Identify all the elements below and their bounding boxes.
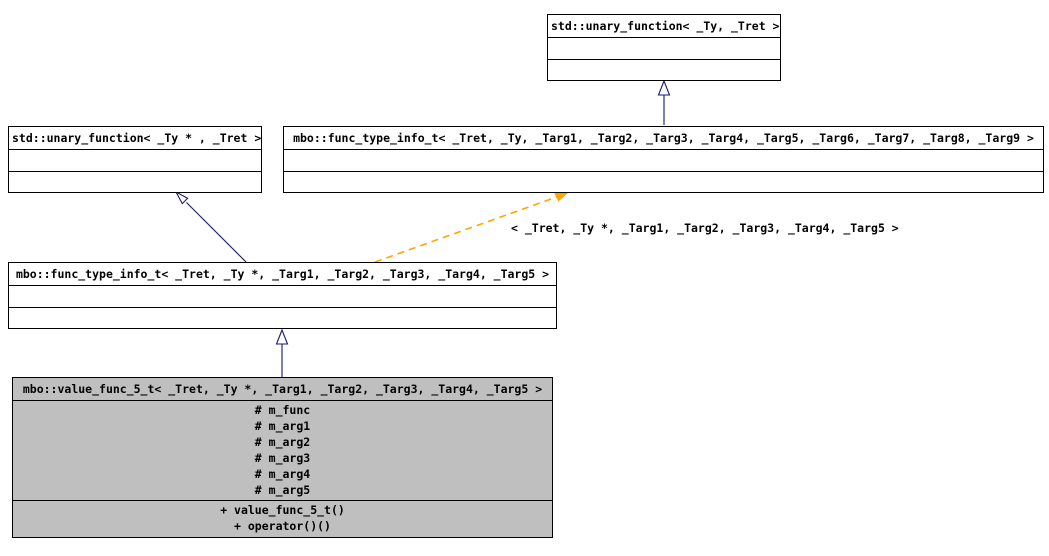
- class-title: mbo::func_type_info_t< _Tret, _Ty *, _Ta…: [9, 263, 556, 286]
- operation-row: + value_func_5_t(): [220, 503, 345, 517]
- class-attributes-compartment: [548, 38, 780, 60]
- attribute-row: # m_arg1: [254, 419, 311, 433]
- class-box-mbo-value-func-5-t[interactable]: mbo::value_func_5_t< _Tret, _Ty *, _Targ…: [12, 377, 553, 538]
- edge-inheritance-left: [174, 190, 247, 263]
- class-title: mbo::value_func_5_t< _Tret, _Ty *, _Targ…: [13, 378, 552, 401]
- attribute-row: # m_arg2: [254, 435, 311, 449]
- class-operations-compartment: + value_func_5_t() + operator()(): [13, 501, 552, 538]
- class-title: std::unary_function< _Ty * , _Tret >: [9, 127, 261, 150]
- class-box-mbo-func-type-info-t-9[interactable]: mbo::func_type_info_t< _Tret, _Ty, _Targ…: [283, 126, 1044, 193]
- attribute-row: # m_func: [254, 403, 311, 417]
- class-operations-compartment: [548, 60, 780, 82]
- class-operations-compartment: [284, 172, 1043, 194]
- class-title: mbo::func_type_info_t< _Tret, _Ty, _Targ…: [284, 127, 1043, 150]
- class-box-std-unary-function-ty-tret[interactable]: std::unary_function< _Ty, _Tret >: [547, 14, 781, 81]
- edge-inheritance-bottom: [275, 328, 289, 377]
- attribute-row: # m_arg3: [254, 451, 311, 465]
- class-attributes-compartment: [9, 286, 556, 308]
- operation-row: + operator()(): [234, 519, 331, 533]
- class-box-std-unary-function-typtr-tret[interactable]: std::unary_function< _Ty * , _Tret >: [8, 126, 262, 193]
- class-box-mbo-func-type-info-t-5[interactable]: mbo::func_type_info_t< _Tret, _Ty *, _Ta…: [8, 262, 557, 329]
- class-title: std::unary_function< _Ty, _Tret >: [548, 15, 780, 38]
- class-attributes-compartment: [284, 150, 1043, 172]
- edge-inheritance-top: [657, 79, 671, 125]
- class-operations-compartment: [9, 172, 261, 194]
- class-operations-compartment: [9, 308, 556, 330]
- edge-label-template-binding: < _Tret, _Ty *, _Targ1, _Targ2, _Targ3, …: [511, 221, 899, 235]
- attribute-row: # m_arg5: [254, 483, 311, 497]
- class-attributes-compartment: # m_func # m_arg1 # m_arg2 # m_arg3 # m_…: [13, 401, 552, 501]
- class-attributes-compartment: [9, 150, 261, 172]
- attribute-row: # m_arg4: [254, 467, 311, 481]
